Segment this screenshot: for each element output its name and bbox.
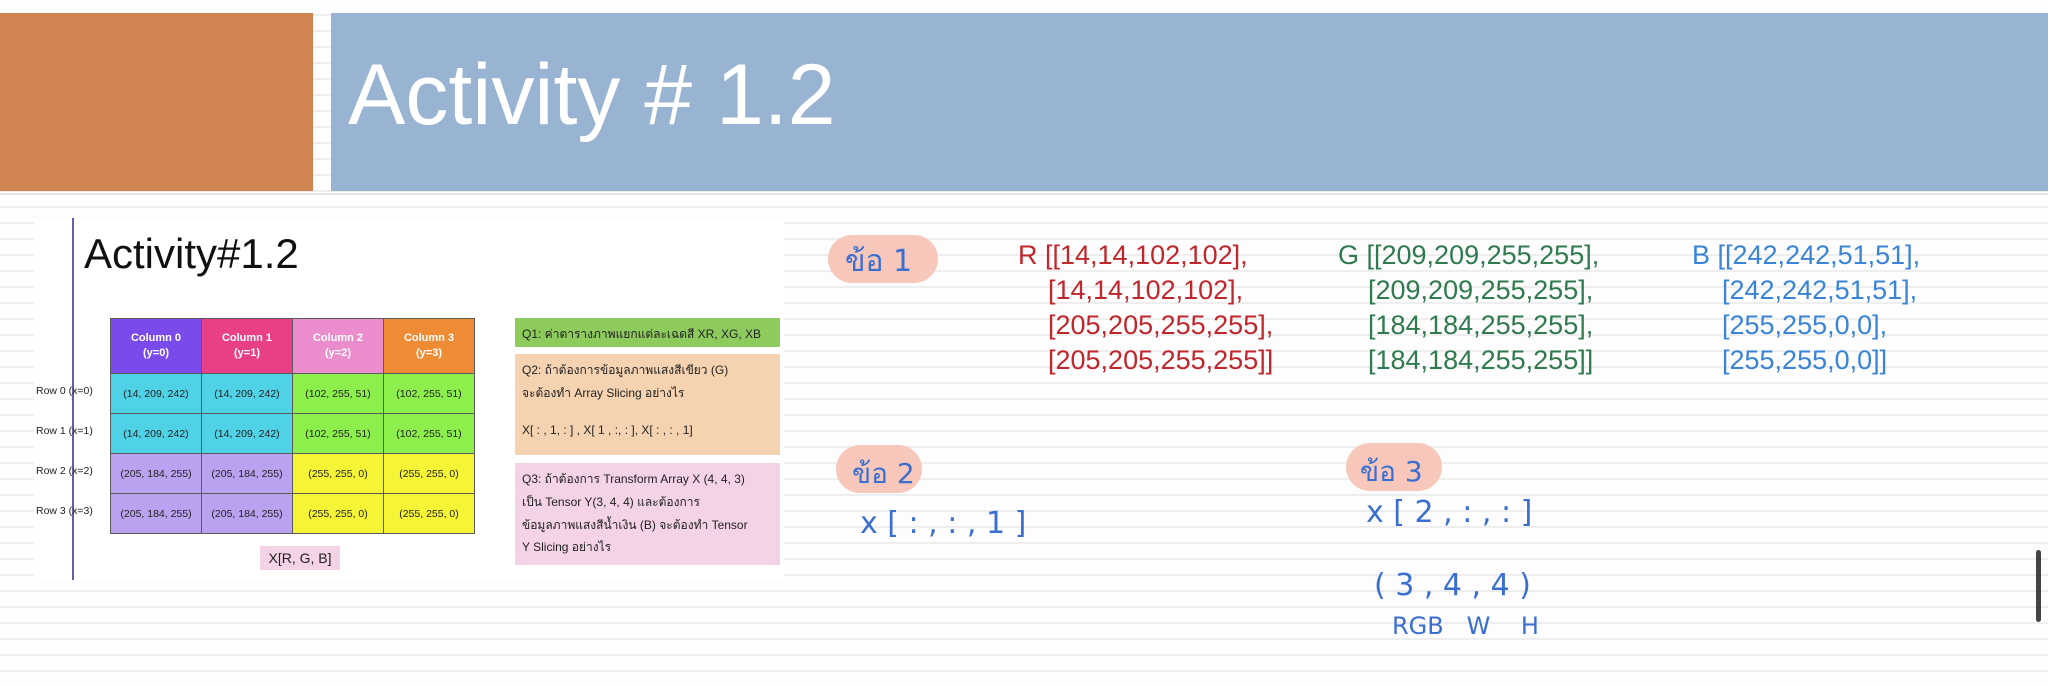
question-text: จะต้องทำ Array Slicing อย่างไร — [522, 385, 685, 400]
table-cell: (205, 184, 255) — [201, 453, 293, 494]
column-header: Column 1(y=1) — [201, 318, 293, 374]
table-cell: (205, 184, 255) — [110, 453, 202, 494]
column-header: Column 2(y=2) — [292, 318, 384, 374]
slide-title: Activity#1.2 — [84, 230, 299, 277]
question-3-box: Q3: ถ้าต้องการ Transform Array X (4, 4, … — [515, 463, 780, 565]
orange-accent-block — [0, 13, 313, 191]
question-text: Q3: ถ้าต้องการ Transform Array X (4, 4, … — [522, 472, 745, 486]
header-divider — [0, 193, 2048, 195]
question-text: ข้อมูลภาพแสงสีน้ำเงิน (B) จะต้องทำ Tenso… — [522, 517, 748, 532]
table-cell: (255, 255, 0) — [292, 493, 384, 534]
pixel-table: Column 0(y=0) Column 1(y=1) Column 2(y=2… — [110, 318, 475, 534]
r-channel-matrix: R [[14,14,102,102], [14,14,102,102], [20… — [1018, 240, 1274, 375]
highlight-bubble — [828, 235, 938, 283]
table-row: (14, 209, 242) (14, 209, 242) (102, 255,… — [110, 413, 475, 454]
table-cell: (14, 209, 242) — [110, 413, 202, 454]
title-banner — [331, 13, 2048, 191]
table-cell: (102, 255, 51) — [292, 373, 384, 414]
table-row: (205, 184, 255) (205, 184, 255) (255, 25… — [110, 453, 475, 494]
table-cell: (14, 209, 242) — [201, 413, 293, 454]
row-label: Row 3 (x=3) — [36, 505, 93, 517]
table-cell: (205, 184, 255) — [201, 493, 293, 534]
row-label: Row 2 (x=2) — [36, 465, 93, 477]
column-header: Column 3(y=3) — [383, 318, 475, 374]
row-label: Row 1 (x=1) — [36, 425, 93, 437]
table-cell: (205, 184, 255) — [110, 493, 202, 534]
table-cell: (102, 255, 51) — [383, 413, 475, 454]
question-2-box: Q2: ถ้าต้องการข้อมูลภาพแสงสีเขียว (G) จะ… — [515, 354, 780, 455]
answer-2-label: ข้อ 2 — [852, 457, 915, 490]
table-row: (205, 184, 255) (205, 184, 255) (255, 25… — [110, 493, 475, 534]
tensor-shape: ( 3 , 4 , 4 ) — [1374, 568, 1531, 603]
question-answer-options: X[ : , 1, : ] , X[ 1 , :, : ], X[ : , : … — [522, 422, 693, 437]
table-cell: (255, 255, 0) — [383, 493, 475, 534]
answer-1-label: ข้อ 1 — [845, 244, 913, 279]
table-cell: (102, 255, 51) — [383, 373, 475, 414]
question-text: Y Slicing อย่างไร — [522, 540, 612, 555]
table-cell: (255, 255, 0) — [292, 453, 384, 494]
table-cell: (14, 209, 242) — [110, 373, 202, 414]
b-channel-matrix: B [[242,242,51,51], [242,242,51,51], [25… — [1692, 240, 1921, 375]
highlight-bubble — [1346, 443, 1442, 491]
table-cell: (14, 209, 242) — [201, 373, 293, 414]
row-label: Row 0 (x=0) — [36, 385, 93, 397]
question-text: Q2: ถ้าต้องการข้อมูลภาพแสงสีเขียว (G) — [522, 363, 729, 377]
answer-2-slice: x [ : , : , 1 ] — [860, 506, 1027, 541]
scrollbar[interactable] — [2036, 550, 2041, 622]
table-row: (14, 209, 242) (14, 209, 242) (102, 255,… — [110, 373, 475, 414]
array-label: X[R, G, B] — [260, 546, 340, 570]
answer-3-label: ข้อ 3 — [1360, 455, 1423, 488]
column-header: Column 0(y=0) — [110, 318, 202, 374]
table-cell: (255, 255, 0) — [383, 453, 475, 494]
g-channel-matrix: G [[209,209,255,255], [209,209,255,255],… — [1338, 240, 1600, 375]
highlight-bubble — [836, 445, 922, 493]
question-1-box: Q1: ค่าตารางภาพแยกแต่ละเฉดสี XR, XG, XB — [515, 318, 780, 347]
table-cell: (102, 255, 51) — [292, 413, 384, 454]
answer-3-slice: x [ 2 , : , : ] — [1366, 495, 1533, 530]
question-text: เป็น Tensor Y(3, 4, 4) และต้องการ — [522, 494, 700, 509]
question-text: Q1: ค่าตารางภาพแยกแต่ละเฉดสี XR, XG, XB — [522, 327, 762, 341]
page-title: Activity # 1.2 — [348, 47, 836, 143]
slide-accent-line — [72, 218, 74, 580]
tensor-shape-labels: RGB W H — [1392, 612, 1539, 640]
